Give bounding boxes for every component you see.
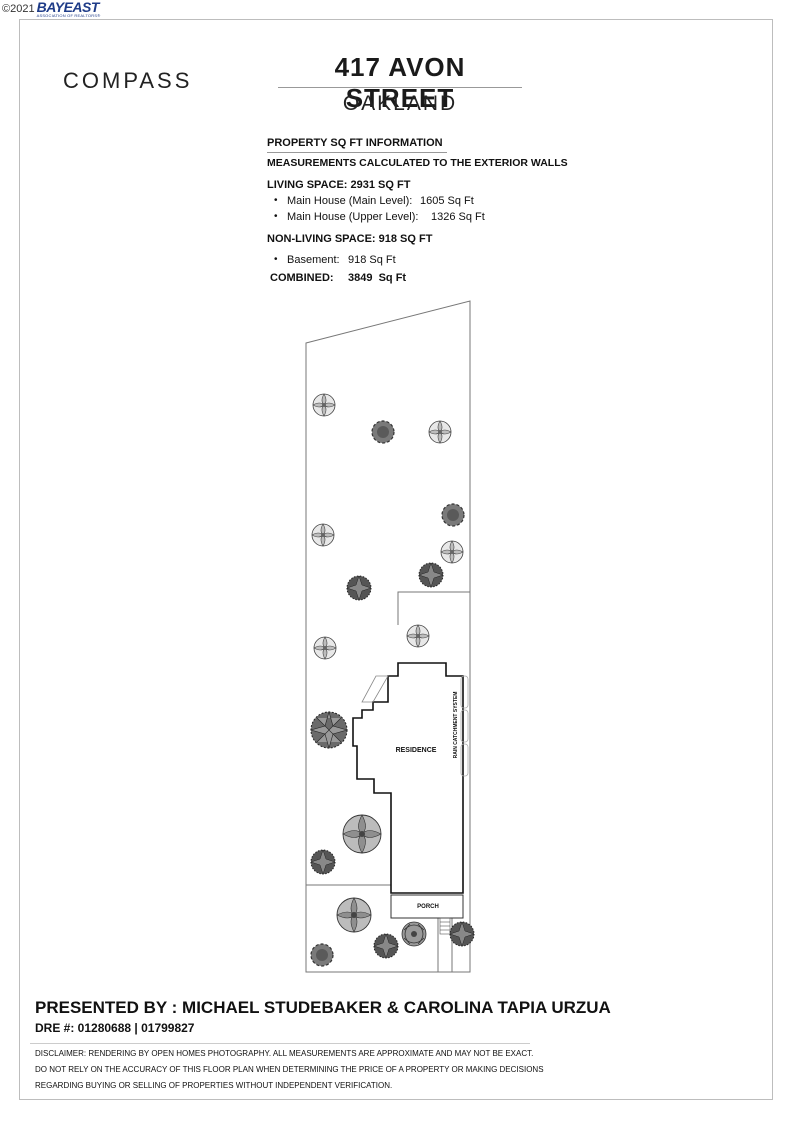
shrub-icon (428, 420, 452, 444)
site-plan: RAIN CATCHMENT SYSTEM RESIDENCE PORCH (305, 300, 475, 973)
shrub-icon (313, 636, 337, 660)
bullet-icon: • (274, 254, 278, 265)
bayeast-logo: BAYEAST ASSOCIATION OF REALTORS® (37, 0, 101, 18)
porch-outline (390, 894, 464, 919)
page-frame (19, 19, 773, 1100)
shrub-icon (418, 562, 444, 588)
tree-icon (336, 897, 372, 933)
living-space-label: LIVING SPACE: 2931 SQ FT (267, 179, 411, 191)
title-divider (278, 87, 522, 88)
main-level-value: 1605 Sq Ft (420, 195, 474, 207)
sqft-heading-divider (267, 152, 447, 153)
upper-level-label: Main House (Upper Level): (287, 211, 419, 223)
rain-tank (460, 709, 469, 743)
shrub-icon (440, 540, 464, 564)
combined-value: 3849 Sq Ft (348, 272, 407, 284)
shrub-icon (311, 523, 335, 547)
rain-tank (460, 743, 469, 777)
shrub-icon (406, 624, 430, 648)
disclaimer-line: DO NOT RELY ON THE ACCURACY OF THIS FLOO… (35, 1065, 544, 1074)
bayeast-logo-word: BAYEAST (36, 0, 100, 15)
dre-numbers: DRE #: 01280688 | 01799827 (35, 1021, 195, 1035)
rain-tank (460, 675, 469, 709)
property-address: 417 AVON STREET (334, 52, 466, 113)
combined-label: COMBINED: (270, 272, 334, 284)
porch-label: PORCH (417, 904, 439, 910)
presented-by: PRESENTED BY : MICHAEL STUDEBAKER & CARO… (35, 998, 611, 1017)
upper-level-value: 1326 Sq Ft (431, 211, 485, 223)
shrub-icon (441, 503, 465, 527)
non-living-space-label: NON-LIVING SPACE: 918 SQ FT (267, 233, 433, 245)
disclaimer-line: DISCLAIMER: RENDERING BY OPEN HOMES PHOT… (35, 1049, 534, 1058)
shrub-icon (346, 575, 372, 601)
tree-icon (309, 710, 349, 750)
shrub-icon (310, 943, 334, 967)
copyright-bar: ©2021 BAYEAST ASSOCIATION OF REALTORS® (0, 0, 100, 18)
sqft-heading: PROPERTY SQ FT INFORMATION (267, 137, 443, 149)
residence-footprint (352, 662, 464, 894)
compass-logo: COMPASS (63, 68, 193, 93)
residence-label: RESIDENCE (396, 747, 437, 754)
lot-boundary (305, 300, 471, 973)
property-city: OAKLAND (342, 92, 458, 115)
tree-icon (342, 814, 382, 854)
deck-outline (361, 675, 389, 703)
shrub-icon (449, 921, 475, 947)
fence-line (397, 591, 470, 625)
shrub-icon (373, 933, 399, 959)
disclaimer-divider (30, 1043, 530, 1044)
basement-label: Basement: (287, 254, 340, 266)
main-level-label: Main House (Main Level): (287, 195, 413, 207)
bullet-icon: • (274, 195, 278, 206)
shrub-icon (312, 393, 336, 417)
bullet-icon: • (274, 211, 278, 222)
shrub-icon (371, 420, 395, 444)
porch-steps (439, 917, 451, 935)
rain-catchment-label: RAIN CATCHMENT SYSTEM (453, 692, 459, 759)
basement-value: 918 Sq Ft (348, 254, 396, 266)
copyright-text: ©2021 (2, 3, 35, 15)
bayeast-logo-tagline: ASSOCIATION OF REALTORS® (36, 13, 101, 18)
shrub-icon (401, 921, 427, 947)
shrub-icon (310, 849, 336, 875)
measurement-note: MEASUREMENTS CALCULATED TO THE EXTERIOR … (267, 157, 568, 169)
disclaimer-line: REGARDING BUYING OR SELLING OF PROPERTIE… (35, 1081, 393, 1090)
